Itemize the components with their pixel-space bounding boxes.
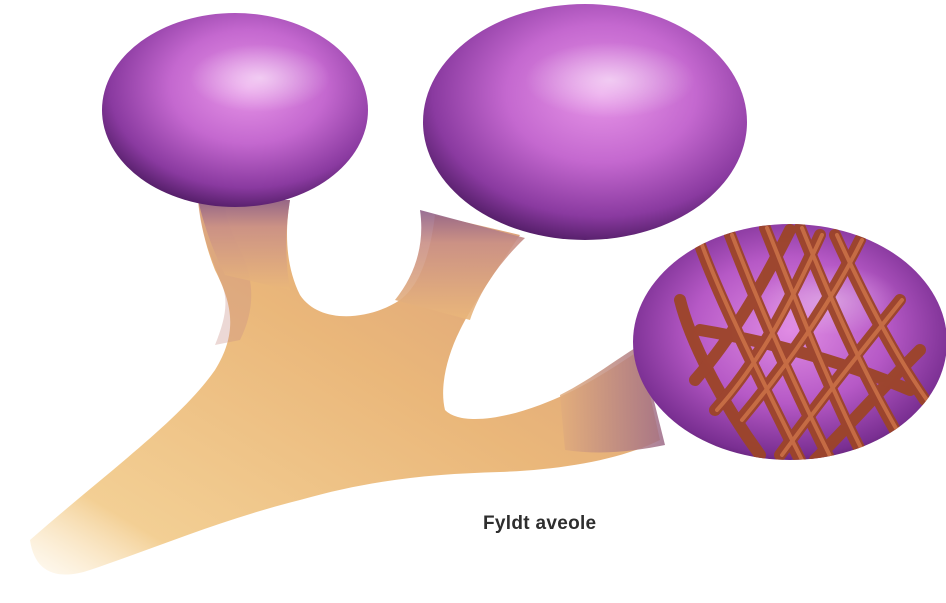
caption-filled-alveolus: Fyldt aveole	[483, 513, 596, 535]
alveolus-middle	[423, 4, 747, 240]
alveolus-filled	[633, 224, 946, 460]
stem-middle	[395, 210, 525, 320]
alveolus-middle-highlight	[525, 42, 695, 118]
stem-left	[198, 200, 290, 290]
alveolus-left	[102, 13, 368, 207]
alveolus-left-highlight	[190, 44, 330, 112]
